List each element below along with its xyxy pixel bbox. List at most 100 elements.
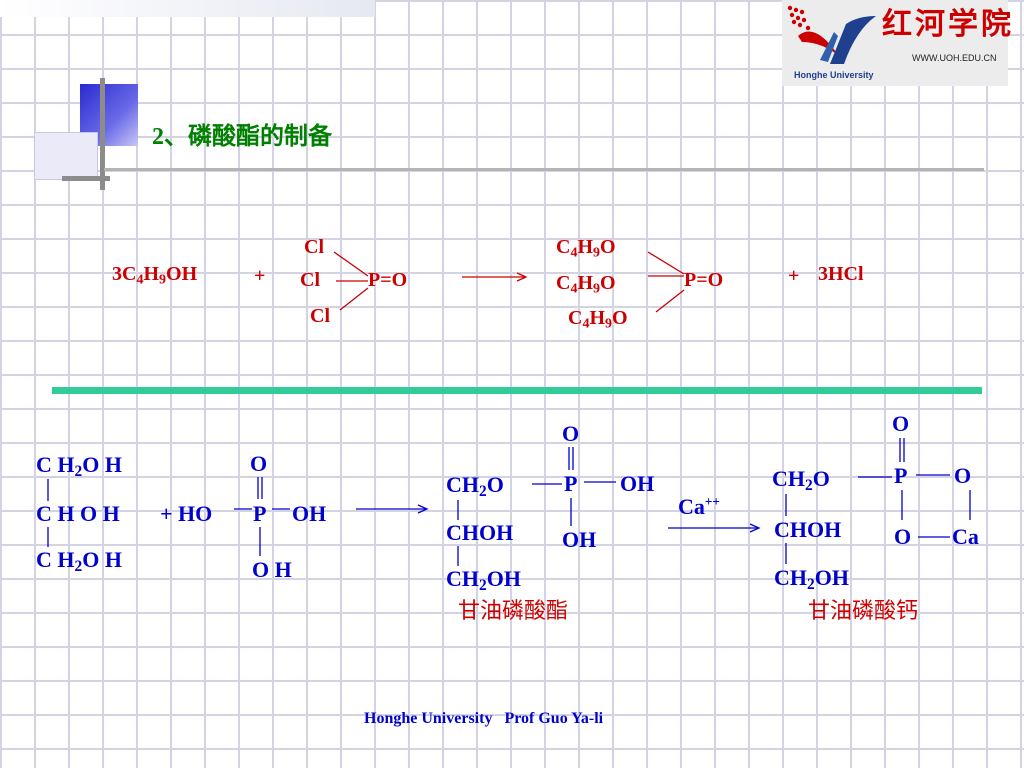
acid-o-top: O <box>250 451 268 476</box>
ca-label: Ca <box>678 494 705 519</box>
phosphate-product-p: P=O <box>684 269 724 291</box>
pb-c: C <box>568 307 583 329</box>
g1-a: C H <box>36 452 75 477</box>
salt-row3: CH2OH <box>774 565 849 593</box>
pm-o: O <box>600 272 616 294</box>
ester-row3: CH2OH <box>446 566 521 594</box>
ester-row2: CHOH <box>446 520 514 545</box>
glycerol-row2: C H O H <box>36 501 120 526</box>
acid-oh-right: OH <box>292 501 327 526</box>
reaction2-arrow1-head <box>417 504 429 514</box>
slide-title: 2、磷酸酯的制备 <box>152 124 332 150</box>
section-divider <box>52 387 982 394</box>
salt-o-bottom: O <box>894 524 912 549</box>
s1-sub: 2 <box>805 476 813 494</box>
bond-cl-top <box>333 251 369 277</box>
salt-o-right: O <box>954 463 972 488</box>
product-bottom-group: C4H9O <box>568 307 628 331</box>
g3-a: C H <box>36 547 75 572</box>
e3-sub: 2 <box>479 576 487 594</box>
cl-bottom: Cl <box>310 305 330 327</box>
product-top-group: C4H9O <box>556 236 616 260</box>
acid-p: P <box>253 501 267 526</box>
ester-p: P <box>564 471 578 496</box>
glycerol-row1: C H2O H <box>36 452 122 480</box>
r1-sub-a: 4 <box>136 272 144 288</box>
r1-sub-b: 9 <box>159 272 167 288</box>
s3-sub: 2 <box>807 575 815 593</box>
ester-oh-right: OH <box>620 471 655 496</box>
reaction1-bonds <box>333 251 685 313</box>
e1-a: CH <box>446 472 479 497</box>
ester-row1: CH2O <box>446 472 504 500</box>
bond-cl-bot <box>339 287 369 311</box>
g3-b: O H <box>82 547 122 572</box>
r1-text-a: 3C <box>112 263 137 285</box>
header-decoration <box>0 0 1024 200</box>
s3-a: CH <box>774 565 807 590</box>
salt-o-top: O <box>892 411 910 436</box>
pb-o: O <box>612 307 628 329</box>
s1-b: O <box>812 466 830 491</box>
logo-cn-name: 红河学院 <box>882 7 1014 42</box>
s1-a: CH <box>772 466 805 491</box>
pm-sub1: 4 <box>570 281 578 297</box>
pm-sub2: 9 <box>593 281 601 297</box>
vertical-bar-decoration <box>100 78 105 190</box>
reactant-butanol: 3C4H9OH <box>112 263 198 287</box>
g3-sub: 2 <box>74 557 83 575</box>
pt-sub2: 9 <box>593 245 601 261</box>
pm-h: H <box>577 272 594 294</box>
plus-sign-1: + <box>254 265 266 287</box>
pb-h: H <box>589 307 606 329</box>
pt-sub1: 4 <box>570 245 578 261</box>
r1-text-c: OH <box>166 263 198 285</box>
horizontal-bar-decoration <box>62 176 110 181</box>
pt-h: H <box>577 236 594 258</box>
e3-b: OH <box>486 566 521 591</box>
e1-b: O <box>486 472 504 497</box>
logo-url: WWW.UOH.EDU.CN <box>912 53 997 63</box>
e1-sub: 2 <box>479 482 487 500</box>
logo-emblem <box>787 5 876 64</box>
reaction2-bonds <box>47 438 971 566</box>
g1-sub: 2 <box>74 462 83 480</box>
salt-name: 甘油磷酸钙 <box>808 599 919 624</box>
bond-prod-bot <box>655 289 685 313</box>
s3-b: OH <box>814 565 849 590</box>
pm-c: C <box>556 272 571 294</box>
plus-ho: + HO <box>160 501 213 526</box>
g1-b: O H <box>82 452 122 477</box>
ester-o-top: O <box>562 421 580 446</box>
calcium-reagent: Ca++ <box>678 494 720 519</box>
logo-en-name: Honghe University <box>794 70 874 80</box>
reaction1-arrow-head <box>516 272 528 282</box>
cl-middle: Cl <box>300 269 320 291</box>
pt-c: C <box>556 236 571 258</box>
glycerol-row3: C H2O H <box>36 547 122 575</box>
salt-ca: Ca <box>952 524 979 549</box>
cl-top: Cl <box>304 236 324 258</box>
ca-charge: ++ <box>704 494 720 510</box>
r1-text-b: H <box>143 263 160 285</box>
ester-oh-bottom: OH <box>562 527 597 552</box>
product-middle-group: C4H9O <box>556 272 616 296</box>
salt-p: P <box>894 463 908 488</box>
pb-sub1: 4 <box>582 316 590 332</box>
header-fade-band <box>0 0 375 17</box>
university-logo: 红河学院 WWW.UOH.EDU.CN Honghe University <box>782 0 1011 86</box>
salt-row1: CH2O <box>772 466 830 494</box>
ester-name: 甘油磷酸酯 <box>458 599 569 624</box>
phosphoryl-chloride-p: P=O <box>368 269 408 291</box>
e3-a: CH <box>446 566 479 591</box>
slide-footer: Honghe University Prof Guo Ya-li <box>364 710 604 727</box>
pt-o: O <box>600 236 616 258</box>
acid-oh-bottom: O H <box>252 557 292 582</box>
hcl-byproduct: 3HCl <box>818 263 864 285</box>
reaction2-arrow2-head <box>749 523 761 533</box>
pb-sub2: 9 <box>605 316 613 332</box>
title-underline <box>104 168 984 171</box>
bond-prod-top <box>647 251 685 275</box>
salt-row2: CHOH <box>774 517 842 542</box>
plus-sign-2: + <box>788 265 800 287</box>
